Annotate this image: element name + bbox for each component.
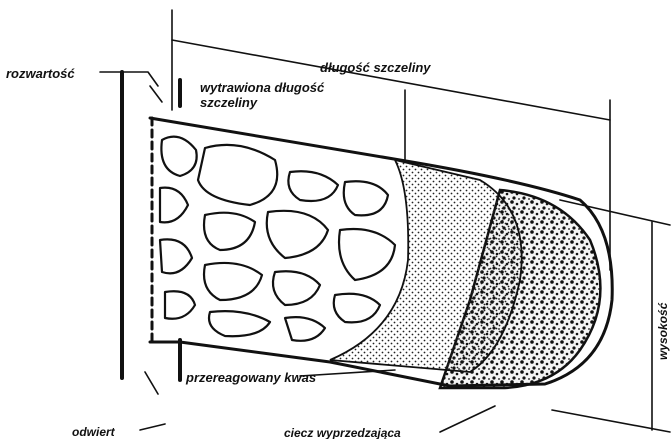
label-ciecz-wyprzedzajaca: ciecz wyprzedzająca [284, 426, 401, 439]
spent-acid-zone [330, 160, 522, 372]
label-wysokosc: wysokość [656, 302, 670, 360]
label-dlugosc-szczeliny: długość szczeliny [320, 60, 431, 75]
label-rozwartosc: rozwartość [6, 66, 75, 81]
label-wytrawiona-1: wytrawiona długość [200, 80, 325, 95]
label-przereagowany-kwas: przereagowany kwas [185, 370, 316, 385]
label-odwiert: odwiert [72, 425, 116, 439]
label-wytrawiona-2: szczeliny [200, 95, 258, 110]
etched-channels [160, 137, 395, 341]
